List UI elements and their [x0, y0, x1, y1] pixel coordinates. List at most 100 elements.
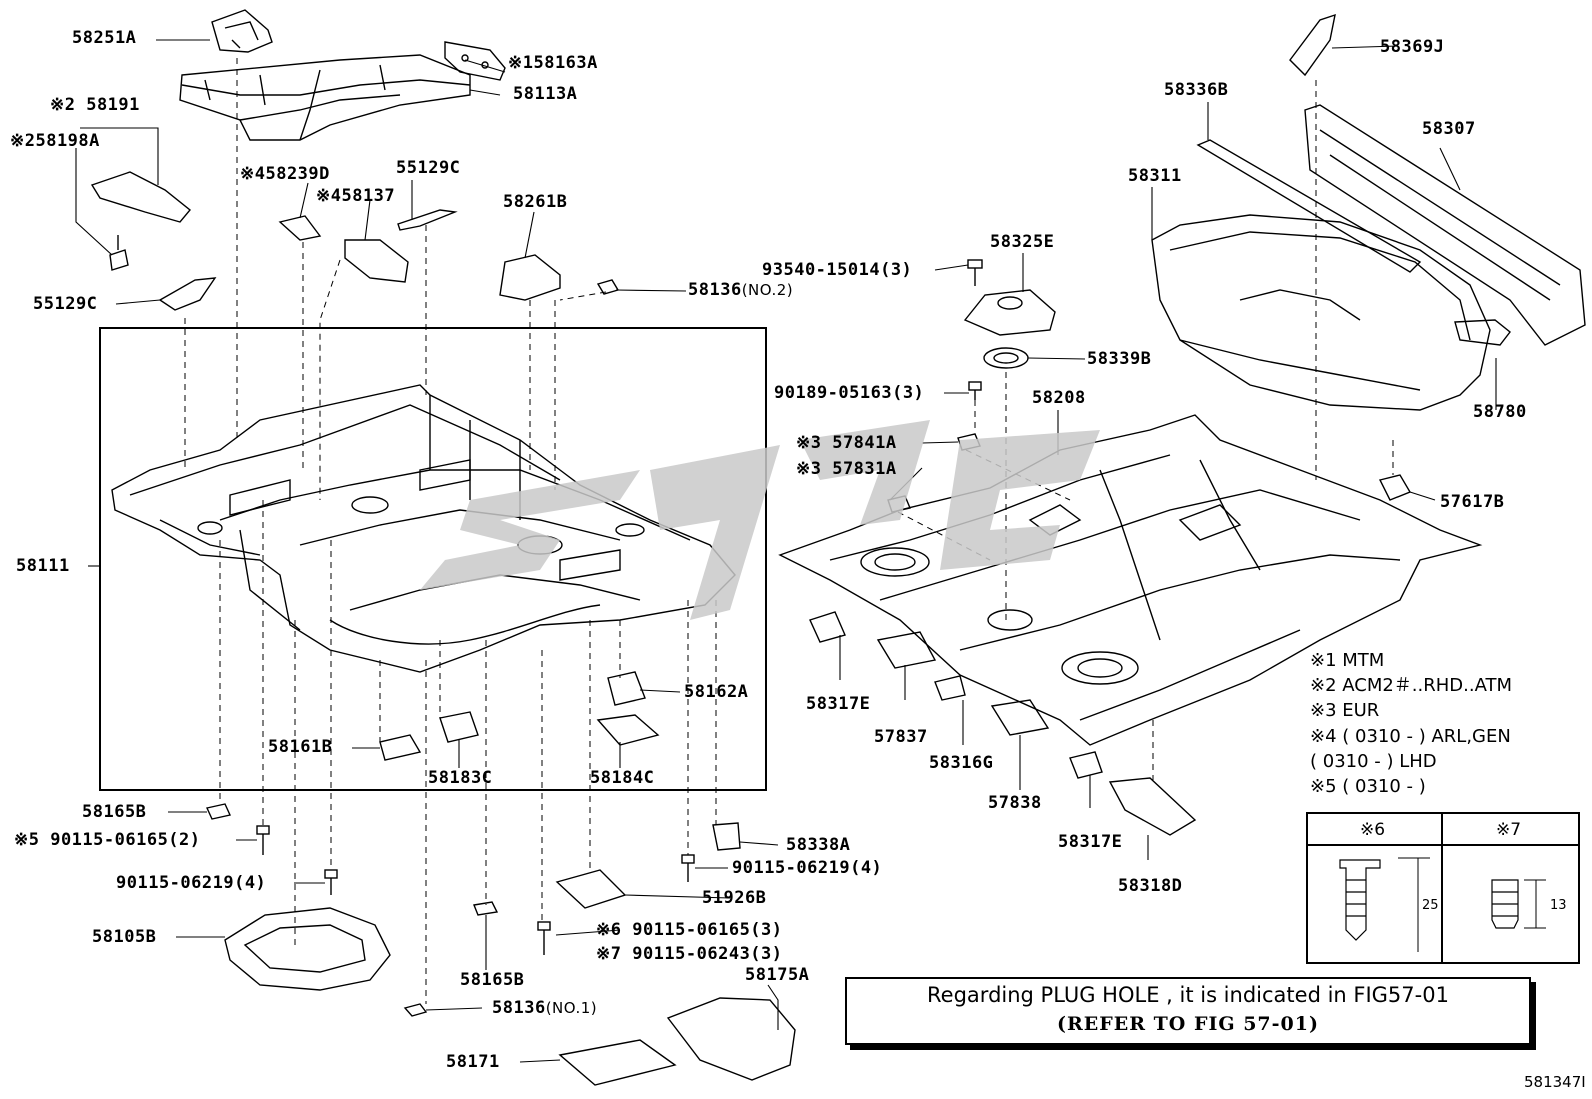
bracket-58316g-drawing	[934, 675, 966, 701]
bracket-58369j-drawing	[1289, 13, 1336, 77]
label-58198a: ※258198A	[10, 131, 100, 151]
label-55129c-left: 55129C	[33, 294, 98, 314]
front-floor-pan-drawing	[111, 384, 736, 673]
footnote-1: ※1 MTM	[1310, 650, 1385, 671]
label-57831a: ※3 57831A	[796, 459, 897, 479]
clip-col-7-header: ※7	[1496, 820, 1522, 840]
label-57837: 57837	[874, 727, 928, 747]
bracket-58162a-drawing	[607, 671, 646, 706]
label-58171: 58171	[446, 1052, 500, 1072]
hook-58780-drawing	[1454, 319, 1511, 346]
clip-58165b-b-drawing	[473, 901, 499, 916]
label-58311: 58311	[1128, 166, 1182, 186]
label-58317e-b: 58317E	[1058, 832, 1123, 852]
label-58316g: 58316G	[929, 753, 994, 773]
label-51926b: 51926B	[702, 888, 767, 908]
clip-6-length: 25	[1422, 898, 1439, 913]
label-58191: ※2 58191	[50, 95, 140, 115]
bracket-58137-drawing	[344, 239, 409, 283]
cover-58175a-drawing	[666, 997, 796, 1081]
label-58208: 58208	[1032, 388, 1086, 408]
plug-hole-line-2: (REFER TO FIG 57-01)	[1057, 1013, 1319, 1035]
bracket-57838-drawing	[990, 699, 1050, 736]
strip-55129c-top-drawing	[397, 209, 458, 231]
label-58369j: 58369J	[1380, 37, 1445, 57]
label-58318d: 58318D	[1118, 876, 1183, 896]
label-57838: 57838	[988, 793, 1042, 813]
clip-col-6-header: ※6	[1360, 820, 1386, 840]
part-number: 58136	[688, 280, 742, 300]
bracket-58318d-drawing	[1108, 777, 1197, 836]
label-58163a: ※158163A	[508, 53, 598, 73]
strip-55129c-left-drawing	[158, 277, 217, 311]
label-58136-no2: 58136(NO.2)	[688, 280, 793, 300]
clip-58136-no1-drawing	[403, 1003, 428, 1017]
label-58165b-a: 58165B	[82, 802, 147, 822]
label-58261b: 58261B	[503, 192, 568, 212]
front-floor-group-frame	[99, 327, 767, 791]
bracket-58317e-b-drawing	[1069, 751, 1103, 779]
label-58136-no1: 58136(NO.1)	[492, 998, 597, 1018]
label-58780: 58780	[1473, 402, 1527, 422]
label-90189: 90189-05163(3)	[774, 383, 925, 403]
tray-58105b-drawing	[224, 907, 391, 991]
footnote-4: ※4 ( 0310 - ) ARL,GEN	[1310, 726, 1511, 747]
part-suffix: (NO.1)	[545, 999, 598, 1017]
footnote-3: ※3 EUR	[1310, 700, 1380, 721]
leader-lines	[75, 39, 1497, 1063]
label-58105b: 58105B	[92, 927, 157, 947]
label-90115-06165-2: ※5 90115-06165(2)	[14, 830, 201, 850]
watermark-logo	[420, 420, 1100, 620]
label-58307: 58307	[1422, 119, 1476, 139]
label-58137: ※458137	[316, 186, 396, 206]
label-58251a: 58251A	[72, 28, 137, 48]
label-58317e-a: 58317E	[806, 694, 871, 714]
clip-58136-no2-drawing	[596, 279, 620, 295]
bracket-58184c-drawing	[596, 714, 660, 746]
dashed-assembly-lines	[184, 58, 1394, 1004]
label-58165b-b: 58165B	[460, 970, 525, 990]
label-58184c: 58184C	[590, 768, 655, 788]
crossmember-58336b-drawing	[1196, 139, 1422, 273]
part-suffix: (NO.2)	[741, 281, 794, 299]
front-tunnel-drawing	[179, 54, 471, 141]
rear-floor-pan-drawing	[778, 414, 1483, 746]
label-58325e: 58325E	[990, 232, 1055, 252]
label-58239d: ※458239D	[240, 164, 330, 184]
bolts-drawing	[256, 259, 983, 955]
plug-hole-line-1: Regarding PLUG HOLE , it is indicated in…	[927, 983, 1449, 1007]
label-58339b: 58339B	[1087, 349, 1152, 369]
clip-table-drawings	[1339, 857, 1546, 952]
bracket-58338a-drawing	[712, 822, 741, 851]
reinforcement-58191-drawing	[90, 171, 191, 271]
label-58161b: 58161B	[268, 737, 333, 757]
footnote-2: ※2 ACM2＃..RHD..ATM	[1310, 675, 1513, 696]
footnote-5: ※5 ( 0310 - )	[1310, 776, 1426, 797]
label-58113a: 58113A	[513, 84, 578, 104]
bracket-58261b-drawing	[499, 254, 561, 301]
bracket-51926b-drawing	[555, 869, 627, 909]
label-57841a: ※3 57841A	[796, 433, 897, 453]
label-90115-06219-4-left: 90115-06219(4)	[116, 873, 267, 893]
part-number: 58136	[492, 998, 546, 1018]
spare-tub-58311-drawing	[1151, 214, 1491, 411]
bracket-58239d-drawing	[278, 215, 322, 241]
bracket-58317e-a-drawing	[809, 611, 846, 643]
label-58336b: 58336B	[1164, 80, 1229, 100]
bracket-58161b-drawing	[379, 734, 422, 761]
label-57617b: 57617B	[1440, 492, 1505, 512]
clip-58165b-a-drawing	[206, 803, 231, 820]
plate-58171-drawing	[558, 1039, 677, 1086]
label-58175a: 58175A	[745, 965, 810, 985]
clip-dimension-table: ※6 ※7 25 13	[1306, 812, 1580, 964]
bracket-57837-drawing	[876, 631, 937, 669]
ring-58339b-drawing	[983, 347, 1029, 369]
rear-panel-58307-drawing	[1304, 104, 1586, 346]
table-column-rule	[1441, 814, 1443, 962]
plug-hole-notice: Regarding PLUG HOLE , it is indicated in…	[845, 977, 1531, 1045]
figure-number: 581347I	[1524, 1073, 1586, 1091]
label-55129c-top: 55129C	[396, 158, 461, 178]
bracket-58183c-drawing	[439, 711, 479, 743]
